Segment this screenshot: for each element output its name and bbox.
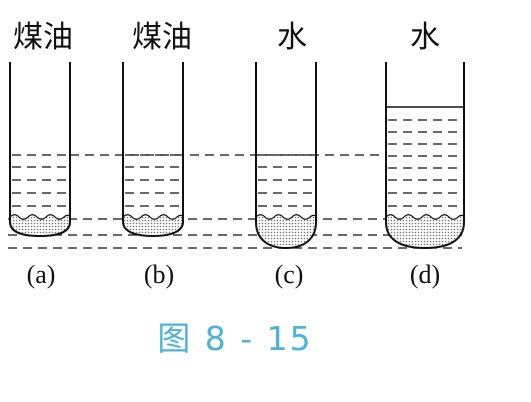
tube-c-liquid-label: 水 (277, 20, 307, 55)
tube-a (9, 62, 71, 238)
tube-a-sub-label: (a) (27, 260, 56, 289)
tube-c-outline (255, 62, 317, 250)
tube-b-liquid-label: 煤油 (132, 20, 192, 55)
tube-b-sub-label: (b) (144, 260, 174, 289)
tube-c (255, 62, 317, 250)
tube-d-liquid-label: 水 (410, 20, 440, 55)
tube-d-sub-label: (d) (410, 260, 440, 289)
tube-b-outline (122, 62, 184, 238)
tube-a-liquid-label: 煤油 (13, 20, 73, 55)
tube-d (385, 62, 465, 250)
figure-caption: 图 8 - 15 (157, 319, 312, 358)
tube-a-outline (9, 62, 71, 238)
tube-d-outline (385, 62, 465, 250)
tube-b (122, 62, 184, 238)
tube-c-sub-label: (c) (275, 260, 304, 289)
